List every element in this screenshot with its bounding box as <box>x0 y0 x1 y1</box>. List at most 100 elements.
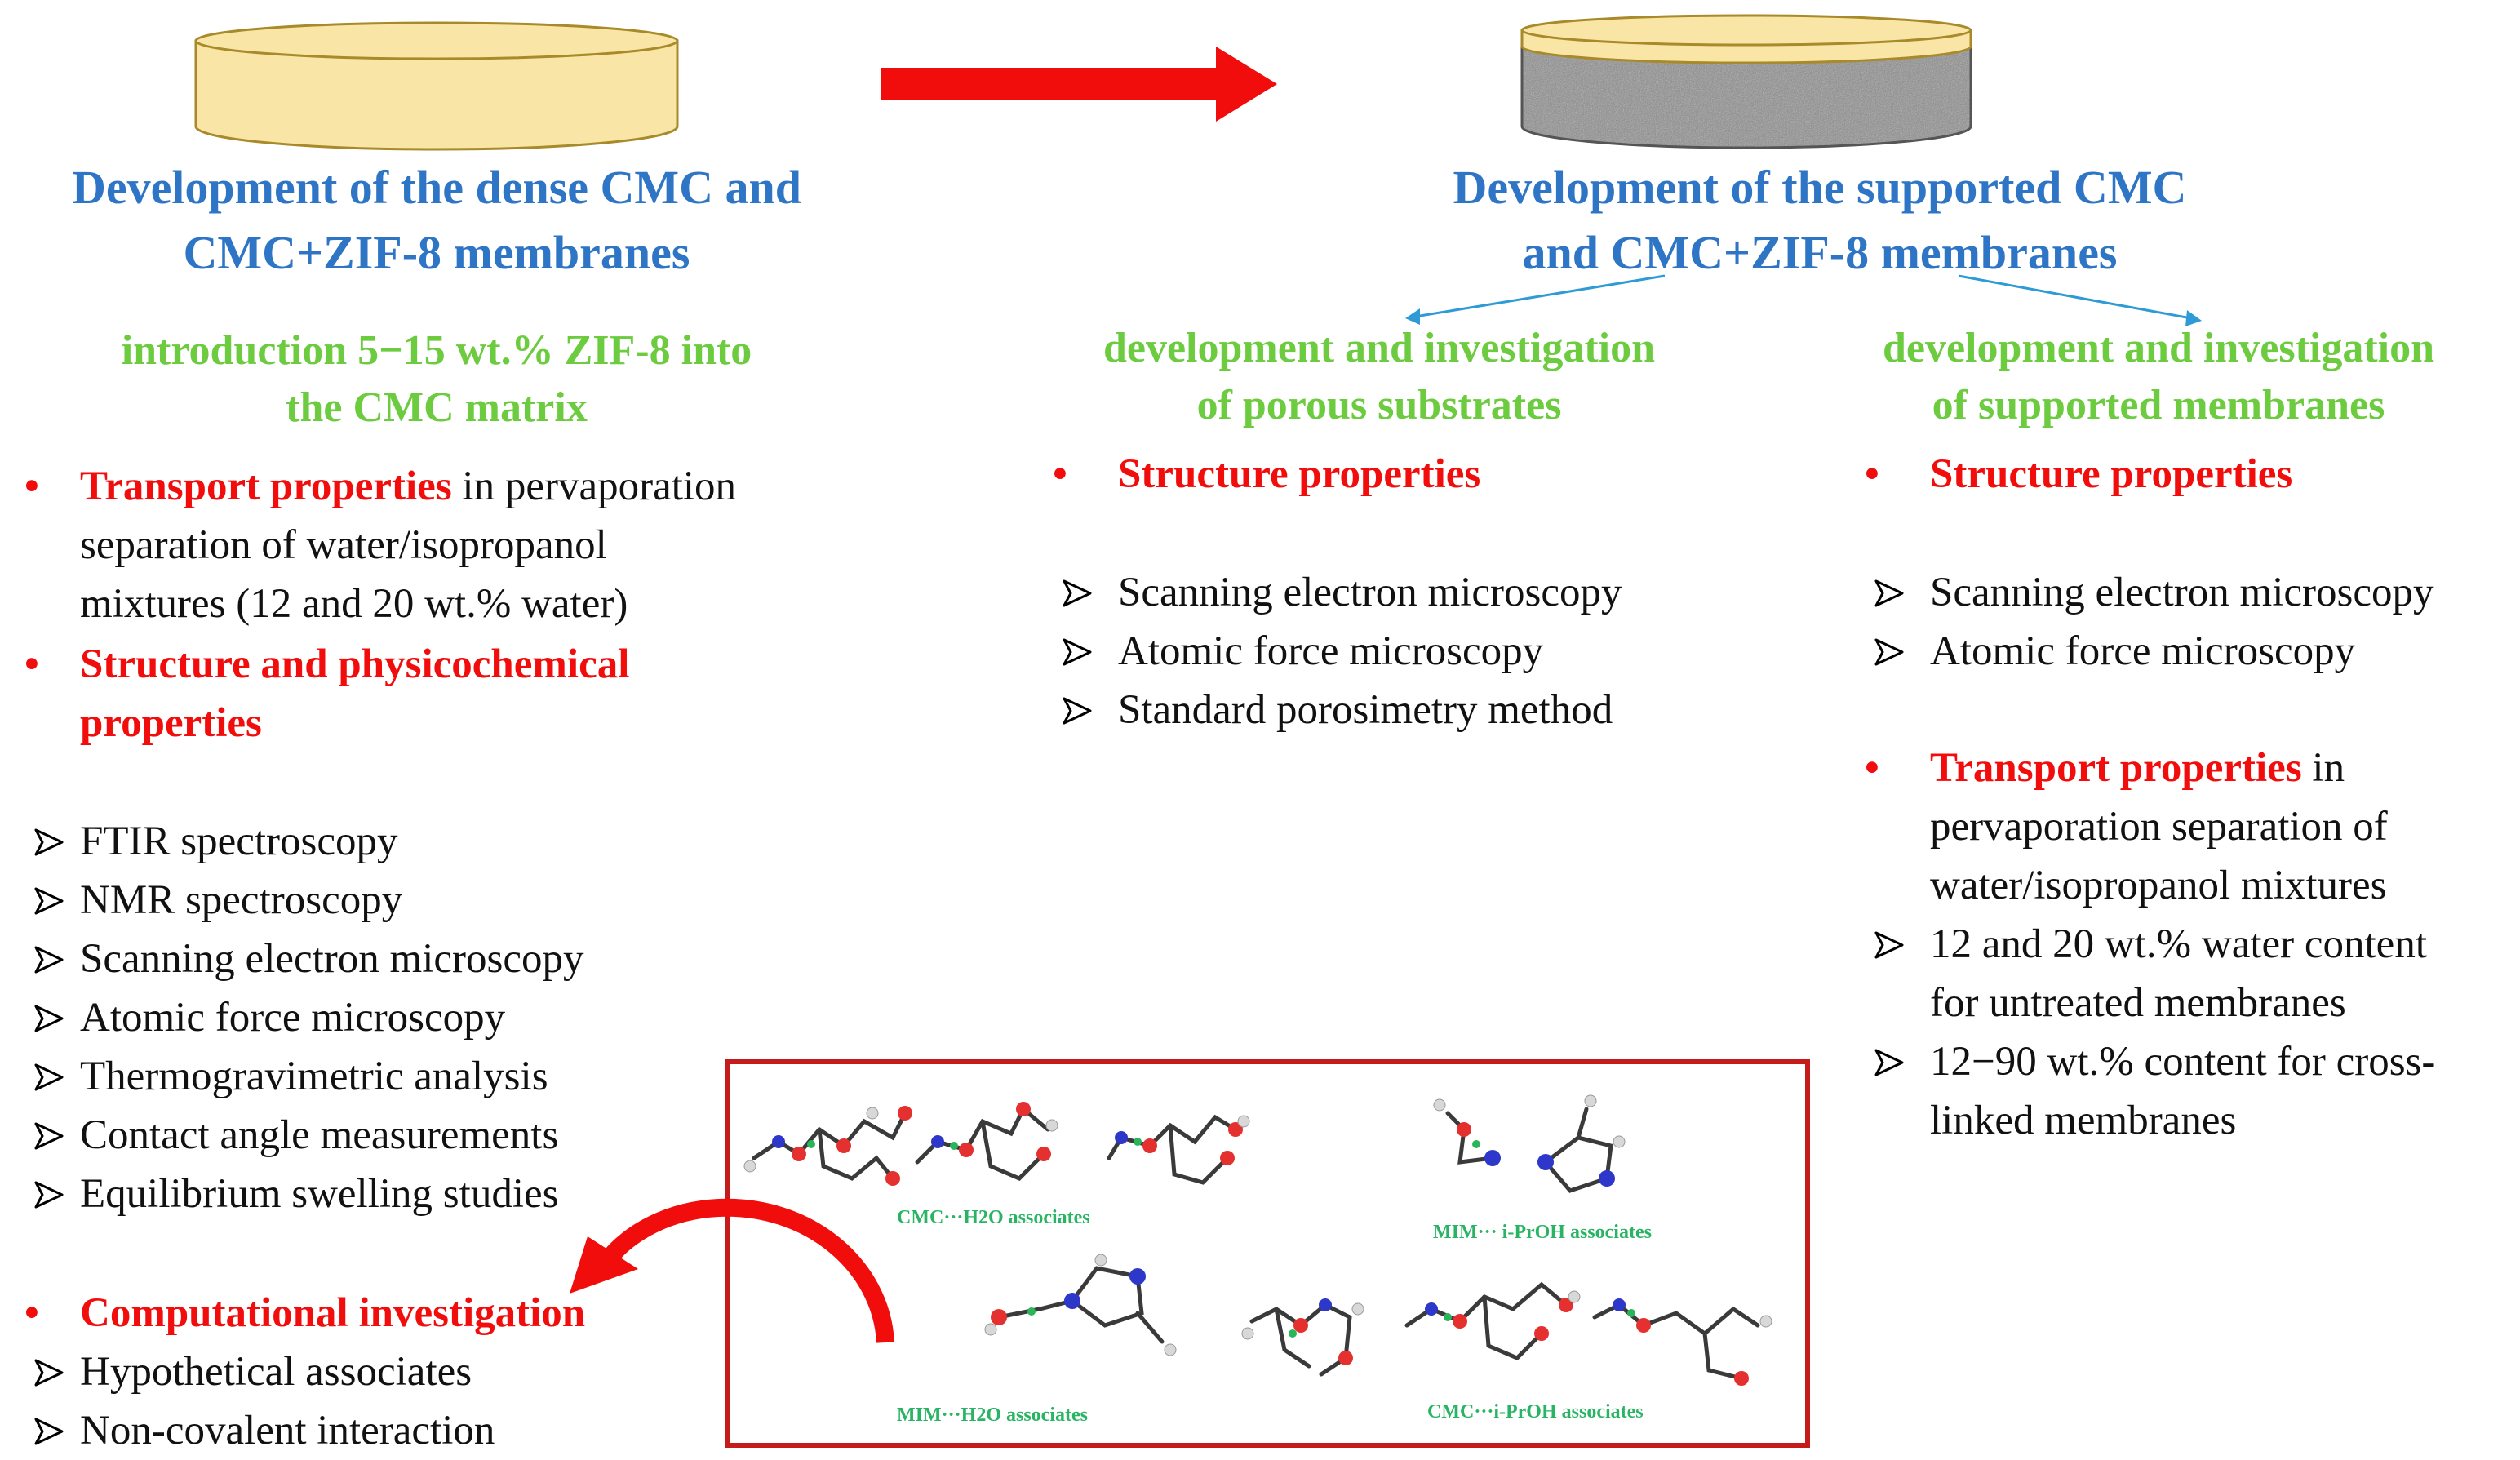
col2-transport-line2: pervaporation separation of <box>1930 804 2388 850</box>
mim-h2o-label: MIM···H2O associates <box>897 1405 1088 1426</box>
list-item: Scanning electron microscopy <box>1865 563 2433 622</box>
list-item: 12 and 20 wt.% water content for untreate… <box>1865 915 2435 1032</box>
right-title: Development of the supported CMC and CMC… <box>1273 155 2367 286</box>
arrowhead-icon <box>34 1005 64 1032</box>
col2-subtitle-line2: of supported membranes <box>1932 382 2385 428</box>
col2-structure-head: Structure properties <box>1930 451 2293 497</box>
left-structure-head-line2: properties <box>80 700 262 746</box>
left-subtitle-line2: the CMC matrix <box>286 384 588 431</box>
col2-transport-rest: in <box>2301 745 2345 791</box>
col2-methods-list: Scanning electron microscopy Atomic forc… <box>1865 563 2433 681</box>
transport-item-line2: linked membranes <box>1930 1098 2237 1143</box>
transport-item-line1: 12−90 wt.% content for cross- <box>1930 1039 2436 1085</box>
list-item: 12−90 wt.% content for cross-linked memb… <box>1865 1032 2435 1150</box>
cmc-h2o-label: CMC···H2O associates <box>897 1207 1090 1228</box>
arrowhead-icon <box>34 946 64 974</box>
arrowhead-icon <box>34 1418 64 1445</box>
left-subtitle: introduction 5−15 wt.% ZIF-8 into the CM… <box>0 322 873 437</box>
method-label: Scanning electron microscopy <box>1118 570 1622 615</box>
molecular-associates-box: CMC···H2O associates MIM··· i-PrOH assoc… <box>725 1059 1810 1448</box>
bullet-dot-icon: • <box>1865 745 1879 791</box>
method-label: Thermogravimetric analysis <box>80 1054 548 1099</box>
left-transport-item: • Transport properties in pervaporation … <box>24 457 736 633</box>
bullet-dot-icon: • <box>24 464 39 509</box>
col2-transport-item: • Transport properties in pervaporation … <box>1865 739 2388 915</box>
col1-subtitle-line1: development and investigation <box>1102 325 1656 371</box>
transport-item-line2: for untreated membranes <box>1930 980 2346 1026</box>
list-item: Equilibrium swelling studies <box>24 1165 583 1223</box>
cmc-iproh-label: CMC···i-PrOH associates <box>1427 1401 1644 1422</box>
right-title-line1: Development of the supported CMC <box>1453 161 2187 214</box>
arrowhead-icon <box>1874 579 1904 607</box>
col2-subtitle: development and investigation of support… <box>1808 320 2509 434</box>
col2-transport-line3: water/isopropanol mixtures <box>1930 863 2387 908</box>
col2-transport-list: 12 and 20 wt.% water content for untreate… <box>1865 915 2435 1150</box>
col2-structure-item: • Structure properties <box>1865 445 2292 504</box>
supported-membrane-disk-icon <box>1520 14 1972 149</box>
list-item: NMR spectroscopy <box>24 871 583 930</box>
molecular-structures-icon <box>743 1094 1772 1386</box>
bullet-dot-icon: • <box>24 641 39 687</box>
list-item: Atomic force microscopy <box>1053 622 1622 681</box>
bullet-dot-icon: • <box>1865 451 1879 497</box>
method-label: Standard porosimetry method <box>1118 687 1613 733</box>
left-methods-list: FTIR spectroscopy NMR spectroscopy Scann… <box>24 812 583 1223</box>
arrowhead-icon <box>34 828 64 856</box>
left-structure-item: • Structure and physicochemical properti… <box>24 635 629 752</box>
list-item: Atomic force microscopy <box>1865 622 2433 681</box>
col1-subtitle: development and investigation of porous … <box>1036 320 1722 434</box>
method-label: NMR spectroscopy <box>80 877 403 923</box>
flow-arrow-icon <box>881 47 1277 122</box>
arrowhead-icon <box>1063 579 1092 607</box>
arrowhead-icon <box>34 1181 64 1209</box>
mim-iproh-label: MIM··· i-PrOH associates <box>1433 1222 1652 1243</box>
arrowhead-icon <box>34 1063 64 1091</box>
method-label: Atomic force microscopy <box>80 995 506 1041</box>
left-transport-line2: separation of water/isopropanol <box>80 522 607 568</box>
col1-structure-head: Structure properties <box>1118 451 1481 497</box>
left-computational-head: Computational investigation <box>80 1290 586 1336</box>
right-title-line2: and CMC+ZIF-8 membranes <box>1522 226 2118 279</box>
col1-methods-list: Scanning electron microscopy Atomic forc… <box>1053 563 1622 739</box>
col1-subtitle-line2: of porous substrates <box>1196 382 1562 428</box>
arrowhead-icon <box>34 1122 64 1150</box>
list-item: Non-covalent interaction <box>24 1401 495 1460</box>
left-title-line2: CMC+ZIF-8 membranes <box>183 226 690 279</box>
method-label: FTIR spectroscopy <box>80 819 398 864</box>
method-label: Atomic force microscopy <box>1930 628 2356 674</box>
left-computational-list: Hypothetical associates Non-covalent int… <box>24 1342 495 1460</box>
bullet-dot-icon: • <box>24 1290 39 1336</box>
bullet-dot-icon: • <box>1053 451 1067 497</box>
method-label: Atomic force microscopy <box>1118 628 1544 674</box>
list-item: Standard porosimetry method <box>1053 681 1622 739</box>
branch-arrows-icon <box>1405 274 2202 326</box>
arrowhead-icon <box>34 1359 64 1387</box>
list-item: Atomic force microscopy <box>24 988 583 1047</box>
curved-arrow-icon <box>570 1198 894 1343</box>
col1-structure-item: • Structure properties <box>1053 445 1480 504</box>
list-item: Contact angle measurements <box>24 1106 583 1165</box>
dense-membrane-disk-icon <box>194 21 679 151</box>
col2-subtitle-line1: development and investigation <box>1882 325 2435 371</box>
arrowhead-icon <box>1063 697 1092 725</box>
arrowhead-icon <box>1063 638 1092 666</box>
transport-item-line1: 12 and 20 wt.% water content <box>1930 921 2427 967</box>
arrowhead-icon <box>34 887 64 915</box>
computational-label: Non-covalent interaction <box>80 1408 495 1453</box>
left-computational-item: • Computational investigation <box>24 1284 585 1342</box>
method-label: Scanning electron microscopy <box>80 936 584 982</box>
list-item: FTIR spectroscopy <box>24 812 583 871</box>
arrowhead-icon <box>1874 638 1904 666</box>
left-transport-head: Transport properties <box>80 464 452 509</box>
left-structure-head-line1: Structure and physicochemical <box>80 641 630 687</box>
list-item: Scanning electron microscopy <box>24 930 583 988</box>
arrowhead-icon <box>1874 931 1904 959</box>
arrowhead-icon <box>1874 1049 1904 1076</box>
computational-label: Hypothetical associates <box>80 1349 472 1395</box>
left-title: Development of the dense CMC and CMC+ZIF… <box>0 155 873 286</box>
method-label: Contact angle measurements <box>80 1112 559 1158</box>
left-transport-line3: mixtures (12 and 20 wt.% water) <box>80 581 628 627</box>
list-item: Scanning electron microscopy <box>1053 563 1622 622</box>
method-label: Scanning electron microscopy <box>1930 570 2434 615</box>
left-transport-rest: in pervaporation <box>451 464 737 509</box>
